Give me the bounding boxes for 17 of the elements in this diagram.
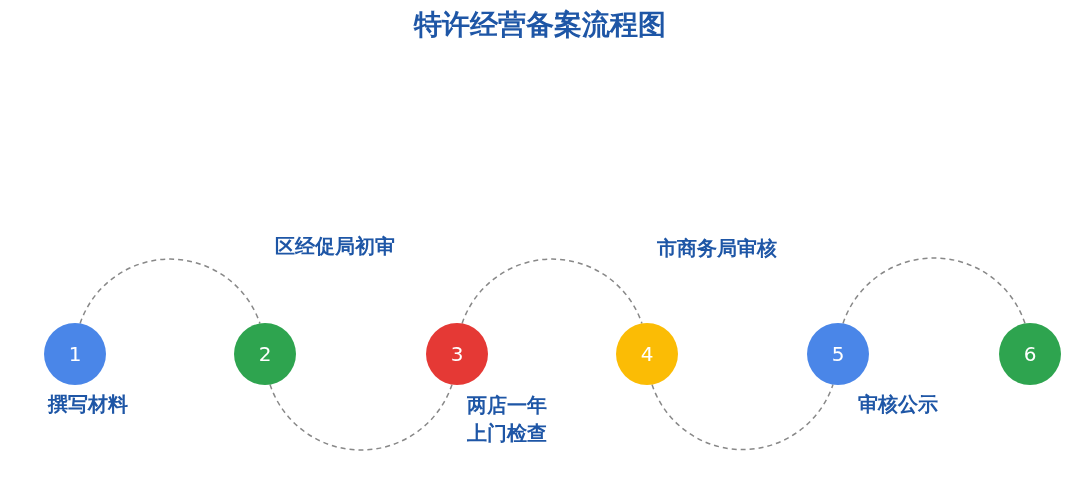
step-caption: 审核公示 — [858, 391, 938, 418]
step-caption: 撰写材料 — [48, 391, 128, 418]
step-number: 2 — [258, 344, 272, 364]
dashed-connector — [461, 258, 643, 325]
step-number: 3 — [450, 344, 464, 364]
step-number: 6 — [1023, 344, 1037, 364]
step-number: 4 — [640, 344, 654, 364]
dashed-connector — [269, 383, 453, 451]
step-number: 5 — [831, 344, 845, 364]
dashed-connector — [842, 257, 1026, 325]
dashed-connector — [651, 383, 834, 451]
step-caption: 两店一年上门检查 — [466, 392, 548, 447]
step-caption: 区经促局初审 — [275, 233, 395, 260]
diagram-title: 特许经营备案流程图 — [414, 7, 666, 43]
step-number: 1 — [68, 344, 82, 364]
step-caption: 市商务局审核 — [657, 235, 777, 262]
dashed-connector — [79, 258, 261, 325]
